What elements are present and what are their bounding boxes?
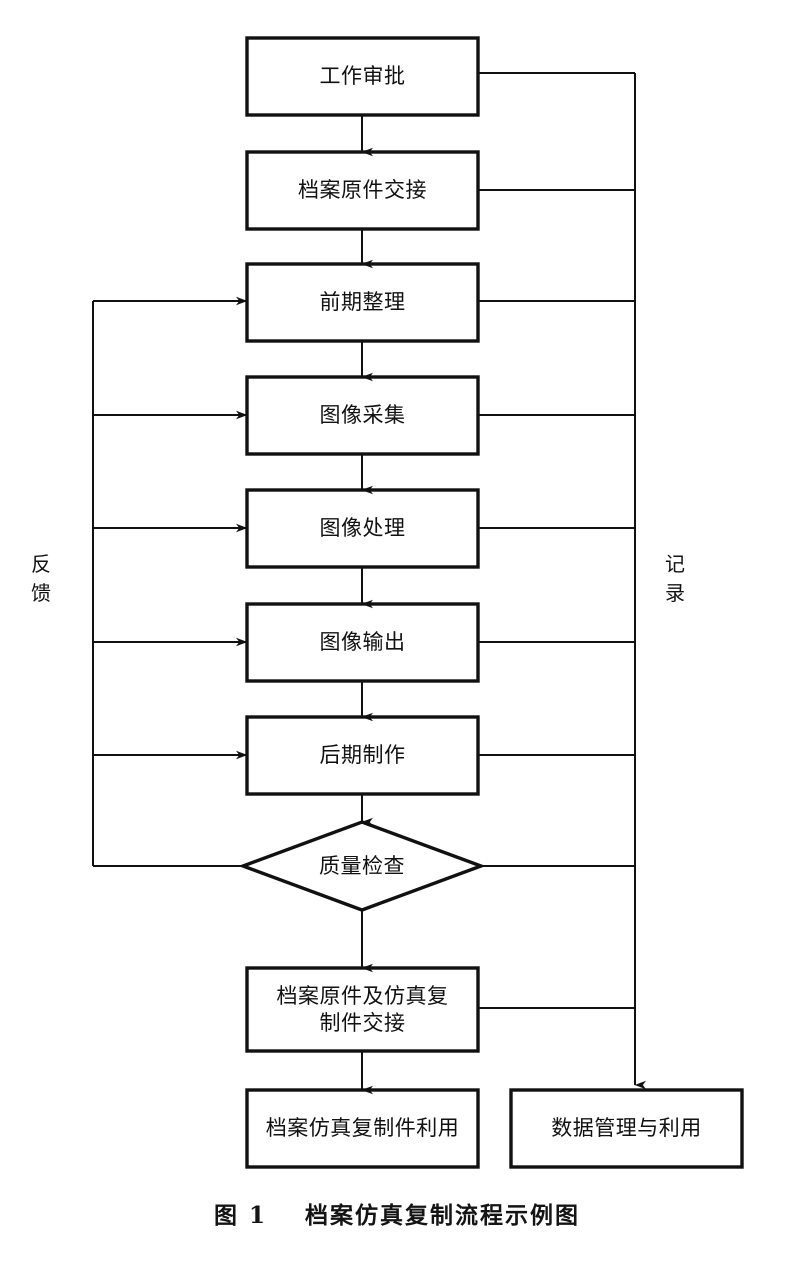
feedback-bus [92,296,248,867]
node-shape-work-approval [245,36,480,117]
figure-caption-prefix: 图 1 [213,1202,267,1229]
node-shape-image-processing [245,488,480,569]
figure-caption-title: 档案仿真复制流程示例图 [305,1202,581,1229]
figure-caption: 图 1 档案仿真复制流程示例图 [0,1196,794,1230]
node-shape-original-handover [245,150,480,231]
node-shape-post-production [245,715,480,796]
node-shape-image-output [245,602,480,683]
node-shape-data-management [509,1088,744,1169]
feedback-bus-label: 反馈 [31,552,51,605]
record-bus-label: 记录 [665,552,685,605]
node-shape-quality-check [238,820,486,912]
node-shape-original-copy-handover [245,966,480,1053]
record-bus [478,72,646,1090]
node-shape-pre-arrangement [245,262,480,343]
node-shape-image-capture [245,375,480,456]
node-shape-copy-utilization [245,1088,480,1169]
